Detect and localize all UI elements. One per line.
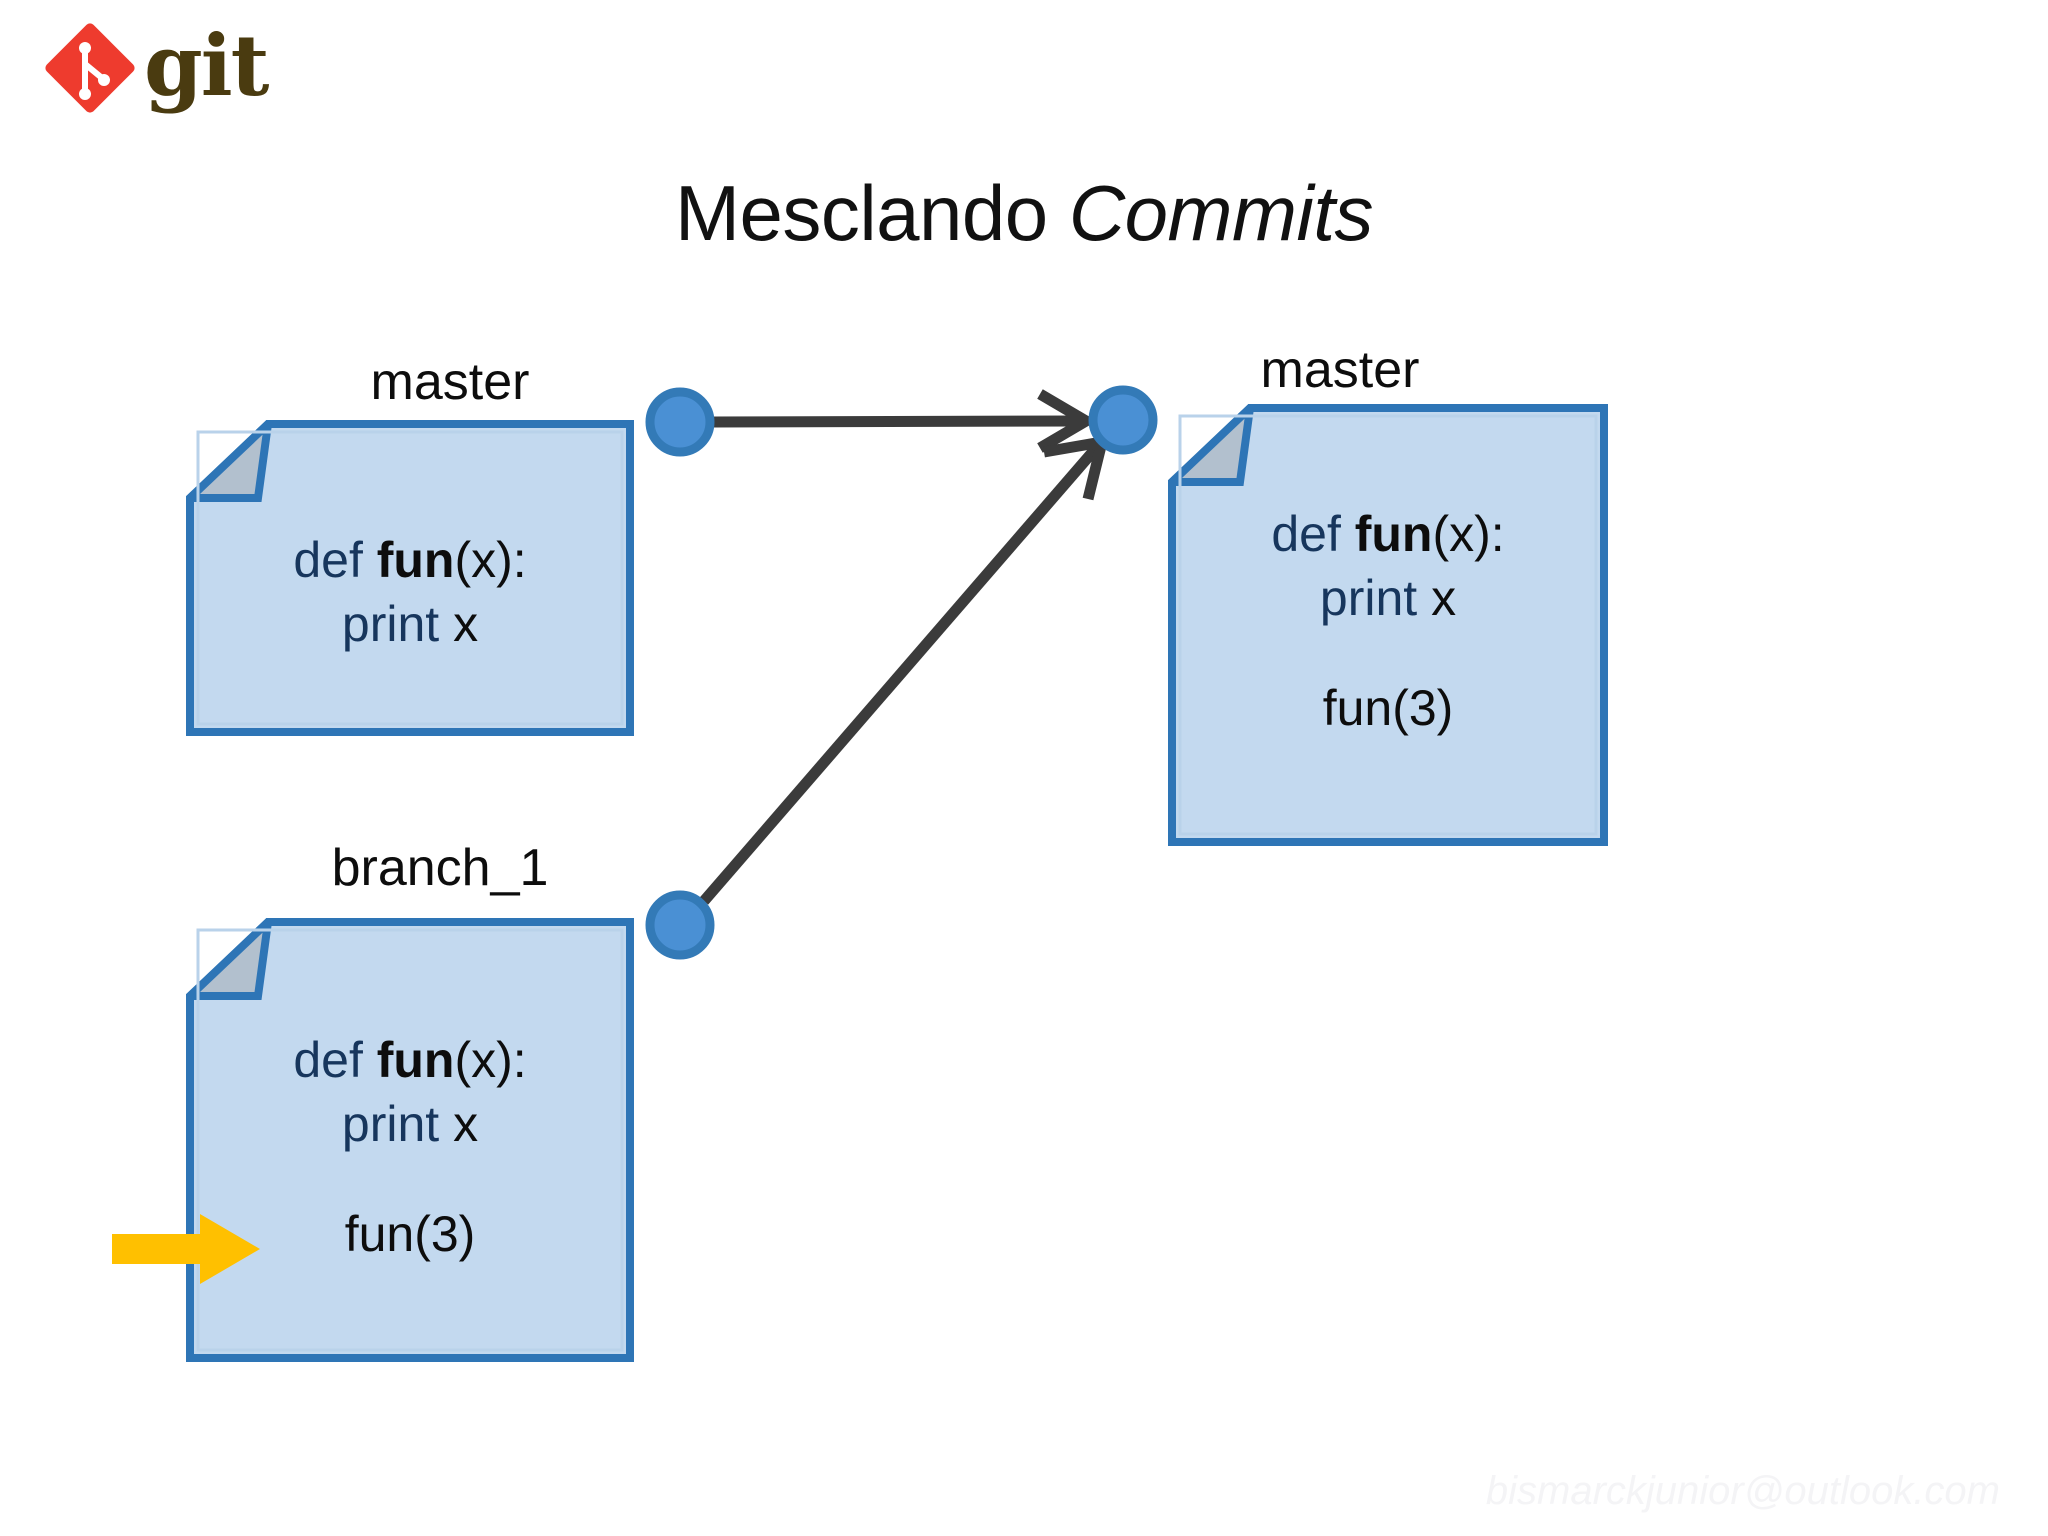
code-segment: x bbox=[453, 596, 479, 652]
code-line: print x bbox=[1168, 566, 1608, 630]
document-shape bbox=[186, 918, 634, 1362]
code-segment: fun(3) bbox=[1322, 680, 1454, 736]
branch-label-master-right: master bbox=[1260, 341, 1420, 399]
card-code-block: def fun(x): print x fun(3) bbox=[1168, 404, 1608, 740]
code-segment: x bbox=[453, 1096, 479, 1152]
commit-node-master-parent[interactable] bbox=[645, 387, 715, 457]
code-segment: fun(3) bbox=[344, 1206, 476, 1262]
code-segment: def bbox=[293, 532, 377, 588]
card-code-block: def fun(x): print x fun(3) bbox=[186, 918, 634, 1266]
branch-label-master-left: master bbox=[370, 353, 530, 411]
edge-branch1-to-merge bbox=[699, 435, 1110, 905]
card-code-block: def fun(x): print x bbox=[186, 420, 634, 656]
git-diamond-icon bbox=[45, 23, 135, 113]
document-shape bbox=[186, 420, 634, 736]
code-line: def fun(x): bbox=[186, 528, 634, 592]
commit-card-master-right: def fun(x): print x fun(3) bbox=[1168, 404, 1608, 846]
document-shape bbox=[1168, 404, 1608, 846]
code-segment: def bbox=[1271, 506, 1355, 562]
code-segment: print bbox=[341, 596, 454, 652]
code-line: fun(3) bbox=[186, 1202, 634, 1266]
code-segment: (x): bbox=[1432, 506, 1505, 562]
page-title-emphasis: Commits bbox=[1068, 169, 1374, 257]
code-segment: x bbox=[1431, 570, 1457, 626]
watermark-email: bismarckjunior@outlook.com bbox=[1485, 1469, 2000, 1513]
code-segment: (x): bbox=[454, 1032, 527, 1088]
commit-card-master-left: def fun(x): print x bbox=[186, 420, 634, 736]
code-blank-line bbox=[1168, 630, 1608, 676]
code-segment: fun bbox=[1354, 506, 1433, 562]
code-segment: def bbox=[293, 1032, 377, 1088]
highlight-arrow-icon bbox=[112, 1214, 260, 1284]
git-logo-text: git bbox=[144, 16, 269, 115]
commit-card-branch-1: def fun(x): print x fun(3) bbox=[186, 918, 634, 1362]
code-segment: print bbox=[341, 1096, 454, 1152]
page-title: Mesclando Commits bbox=[0, 168, 2048, 259]
code-segment: fun bbox=[376, 532, 455, 588]
code-line: def fun(x): bbox=[1168, 502, 1608, 566]
page-title-plain: Mesclando bbox=[674, 169, 1069, 257]
branch-label-branch-1: branch_1 bbox=[331, 839, 549, 897]
code-line: def fun(x): bbox=[186, 1028, 634, 1092]
code-segment: fun bbox=[376, 1032, 455, 1088]
code-segment: print bbox=[1319, 570, 1432, 626]
code-line: fun(3) bbox=[1168, 676, 1608, 740]
git-logo: git bbox=[40, 18, 290, 128]
edge-master-to-merge bbox=[711, 389, 1097, 453]
commit-node-branch-1[interactable] bbox=[645, 890, 715, 960]
code-line: print x bbox=[186, 592, 634, 656]
code-blank-line bbox=[186, 1156, 634, 1202]
code-line: print x bbox=[186, 1092, 634, 1156]
code-segment: (x): bbox=[454, 532, 527, 588]
